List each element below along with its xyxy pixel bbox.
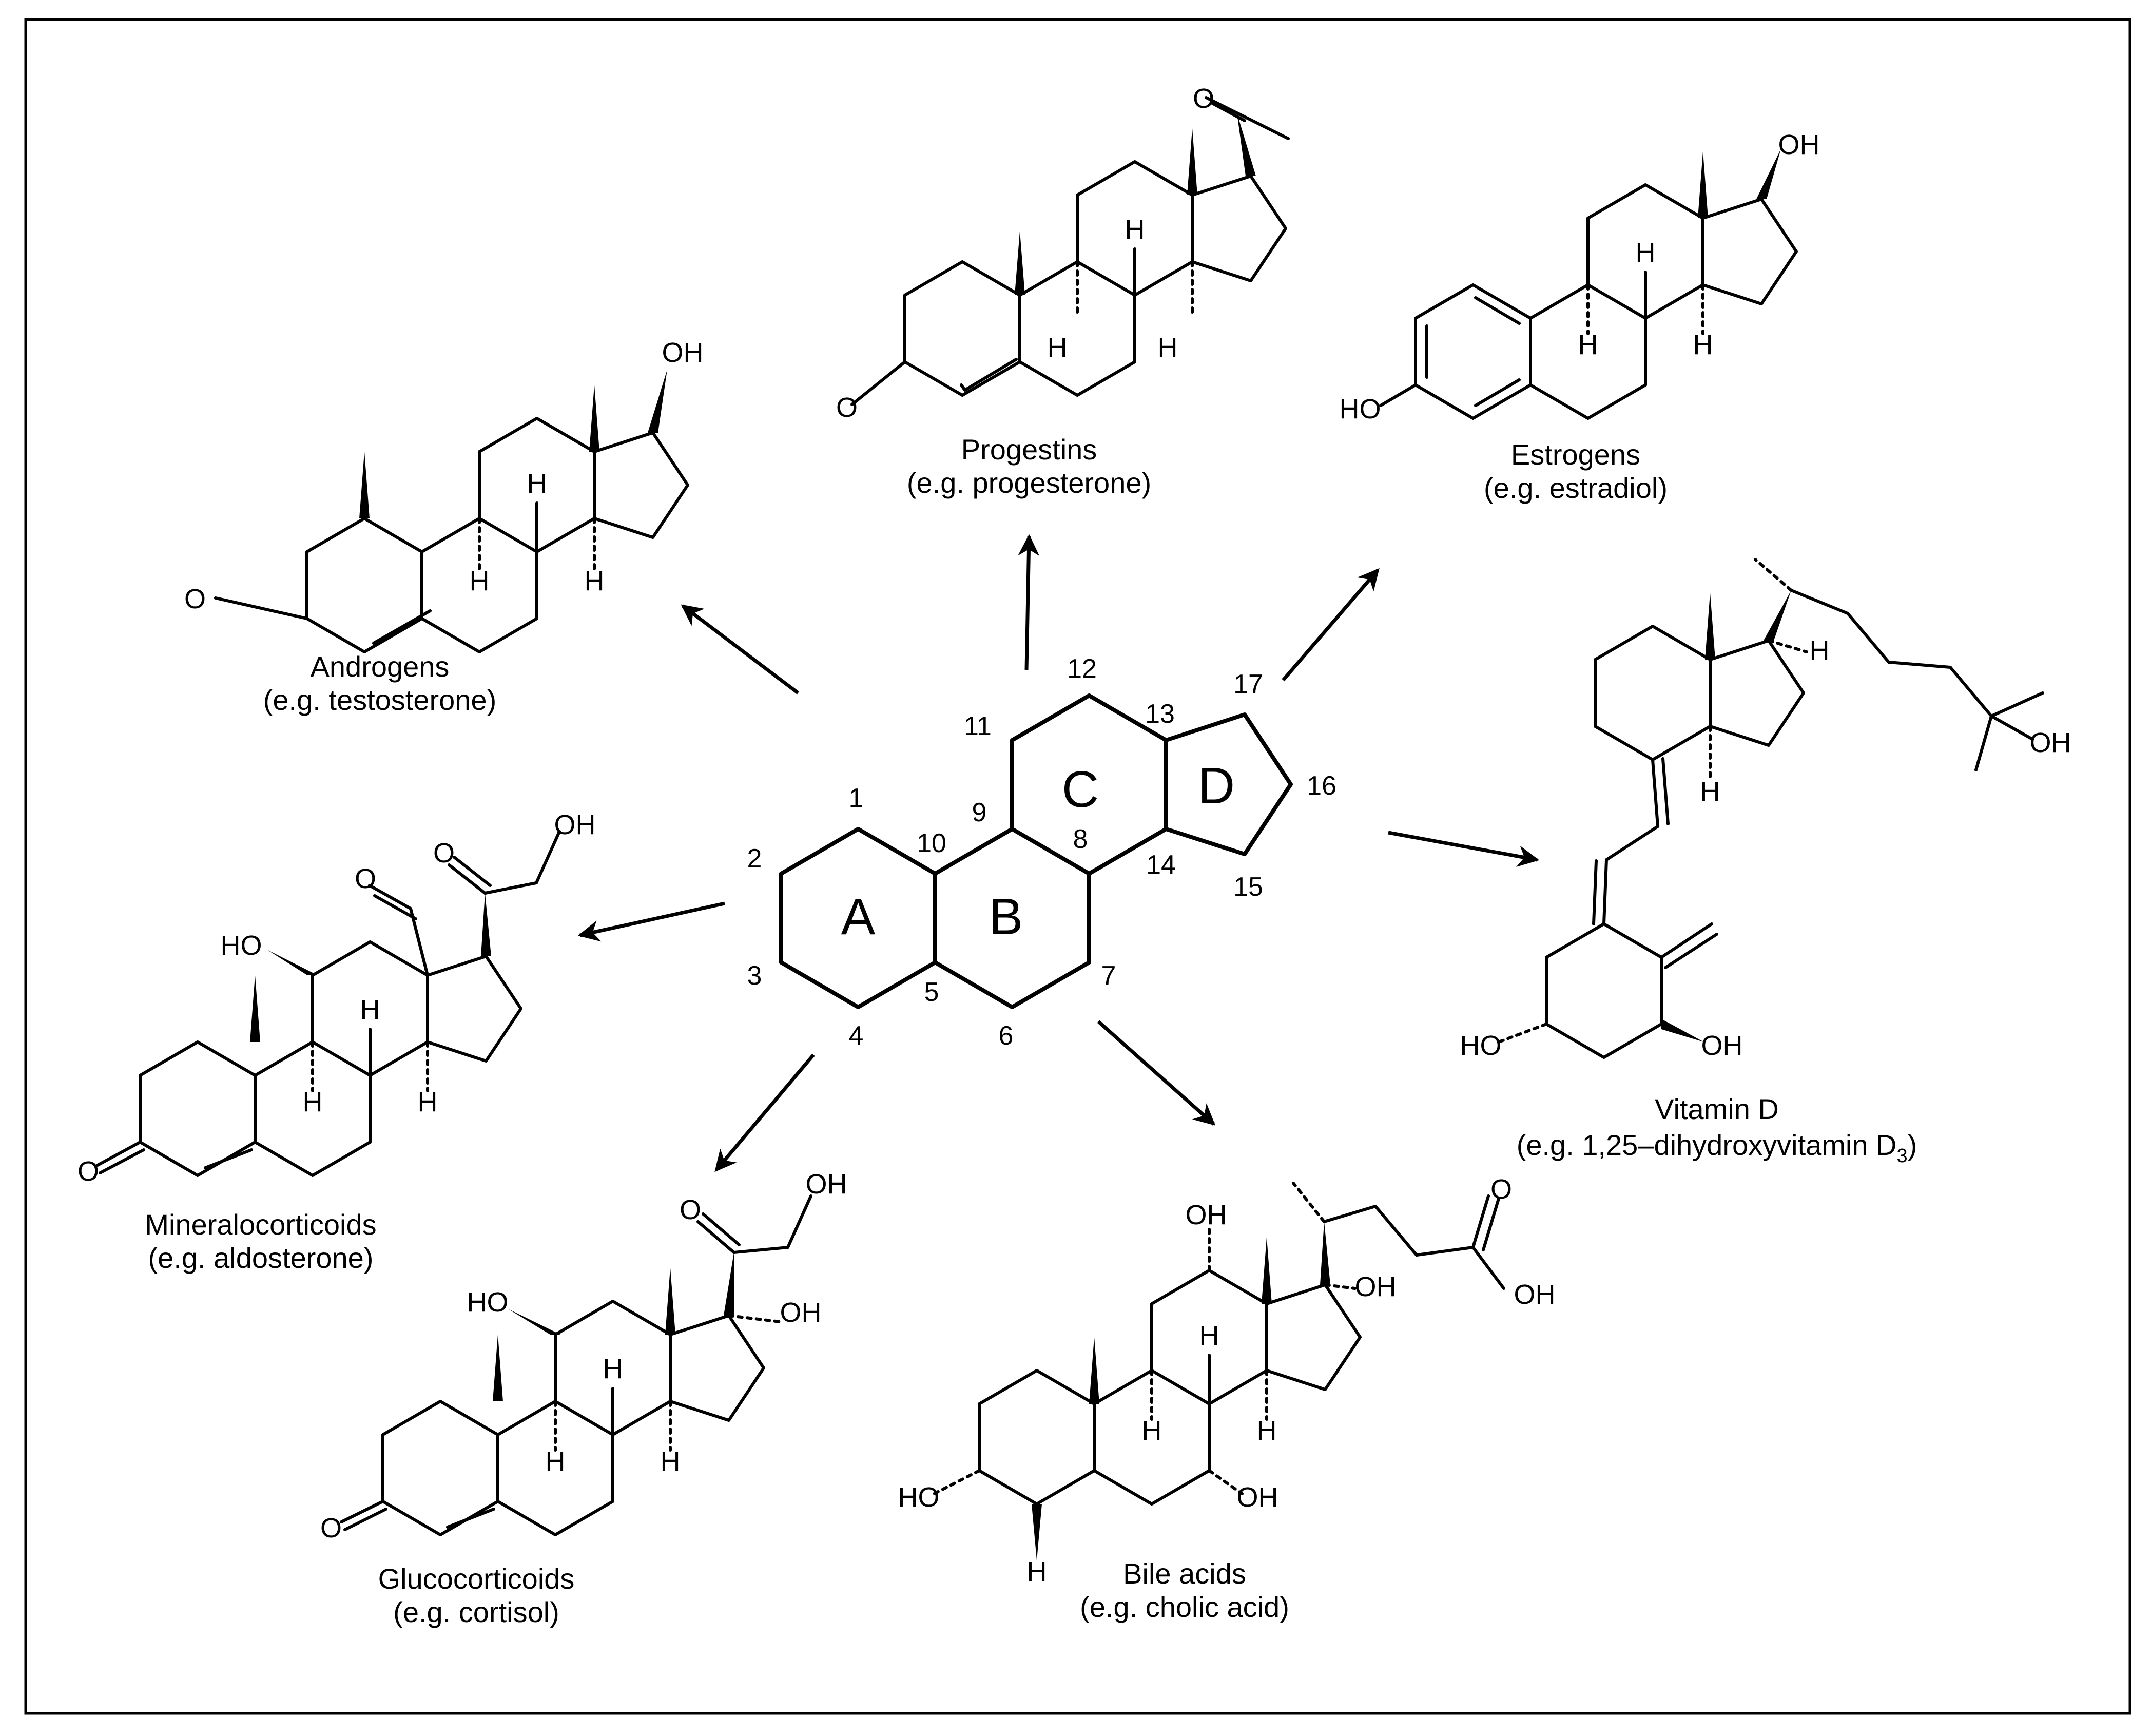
carbon-number-16: 16 bbox=[1307, 771, 1336, 801]
arrow-to-mineralocorticoids bbox=[577, 901, 725, 942]
molecule-cholic-acid: HO OH OH OH O OH H H H H Bile acids (e.g… bbox=[898, 1174, 1556, 1623]
atom-h14-aldosterone: H bbox=[418, 1087, 438, 1117]
atom-oh-acid-cholic: OH bbox=[1514, 1279, 1556, 1310]
caption-estrogens-name: Estrogens bbox=[1511, 438, 1640, 471]
caption-estrogens-example: (e.g. estradiol) bbox=[1484, 472, 1668, 504]
atom-h8-testosterone: H bbox=[527, 468, 547, 499]
caption-bile-acids-example: (e.g. cholic acid) bbox=[1080, 1591, 1289, 1623]
molecule-calcitriol: H H OH HO OH Vitamin D (e.g. 1,25–dihydr… bbox=[1460, 558, 2071, 1167]
carbon-number-17: 17 bbox=[1233, 669, 1263, 699]
carbon-number-9: 9 bbox=[972, 798, 987, 827]
atom-o3-aldosterone: O bbox=[77, 1156, 99, 1187]
carbon-number-12: 12 bbox=[1067, 654, 1097, 684]
steroid-core: A B C D 1 2 3 4 5 6 7 8 9 10 11 12 13 14… bbox=[747, 654, 1336, 1051]
atom-o20-aldosterone: O bbox=[433, 838, 455, 869]
atom-h14-estradiol: H bbox=[1693, 330, 1713, 360]
atom-oh21-aldosterone: OH bbox=[554, 809, 596, 840]
carbon-number-7: 7 bbox=[1101, 961, 1116, 991]
atom-h9-progesterone: H bbox=[1048, 332, 1068, 363]
atom-ho11-aldosterone: HO bbox=[221, 930, 262, 961]
atom-h14-cholic: H bbox=[1257, 1415, 1277, 1446]
atom-o3-progesterone: O bbox=[836, 392, 858, 423]
atom-oh17-cortisol: OH bbox=[780, 1297, 822, 1328]
carbon-number-11: 11 bbox=[964, 711, 992, 741]
caption-progestins-example: (e.g. progesterone) bbox=[907, 467, 1151, 499]
carbon-number-3: 3 bbox=[747, 961, 762, 991]
caption-mineralocorticoids-example: (e.g. aldosterone) bbox=[148, 1242, 374, 1274]
arrow-to-bile-acids bbox=[1097, 1020, 1216, 1126]
carbon-number-15: 15 bbox=[1233, 872, 1263, 902]
atom-h8-cortisol: H bbox=[603, 1354, 623, 1384]
atom-ho3-cholic: HO bbox=[898, 1482, 940, 1513]
frame-border bbox=[24, 18, 2131, 1715]
arrow-to-estrogens bbox=[1282, 568, 1380, 682]
molecule-estradiol: HO OH H H H Estrogens (e.g. estradiol) bbox=[1340, 129, 1820, 504]
atom-o-testosterone: O bbox=[184, 584, 206, 614]
atom-h8-estradiol: H bbox=[1636, 237, 1656, 268]
atom-h9-aldosterone: H bbox=[303, 1087, 323, 1117]
carbon-number-2: 2 bbox=[747, 844, 762, 874]
atom-oh-estradiol: OH bbox=[1778, 129, 1820, 160]
atom-oh12-cholic: OH bbox=[1186, 1200, 1227, 1230]
caption-vitamin-d-name: Vitamin D bbox=[1655, 1093, 1779, 1125]
atom-oh17-cholic: OH bbox=[1355, 1271, 1397, 1302]
carbon-number-10: 10 bbox=[917, 828, 946, 858]
molecule-progesterone: O O H H H Progestins (e.g. progesterone) bbox=[836, 83, 1290, 499]
atom-o20-progesterone: O bbox=[1193, 83, 1214, 114]
carbon-number-1: 1 bbox=[849, 783, 864, 813]
atom-oh-vitd-1: OH bbox=[1701, 1030, 1743, 1061]
atom-o20-cortisol: O bbox=[680, 1194, 701, 1225]
caption-glucocorticoids-name: Glucocorticoids bbox=[378, 1563, 575, 1595]
arrow-to-vitamin-d bbox=[1388, 831, 1540, 867]
caption-bile-acids-name: Bile acids bbox=[1123, 1557, 1246, 1590]
atom-h14-cortisol: H bbox=[661, 1446, 681, 1477]
arrows bbox=[577, 534, 1540, 1172]
molecule-testosterone: O OH H H H Androgens (e.g. testosterone) bbox=[184, 337, 704, 716]
atom-h9-testosterone: H bbox=[470, 566, 490, 596]
caption-mineralocorticoids-name: Mineralocorticoids bbox=[145, 1208, 376, 1241]
atom-o3-cortisol: O bbox=[320, 1513, 342, 1544]
arrow-to-glucocorticoids bbox=[714, 1053, 815, 1172]
atom-h14-progesterone: H bbox=[1158, 332, 1178, 363]
atom-h14-testosterone: H bbox=[585, 566, 605, 596]
caption-androgens-name: Androgens bbox=[311, 650, 450, 683]
atom-h8-progesterone: H bbox=[1125, 214, 1145, 245]
carbon-number-14: 14 bbox=[1146, 850, 1176, 880]
caption-glucocorticoids-example: (e.g. cortisol) bbox=[393, 1596, 559, 1628]
atom-ho-vitd-3: HO bbox=[1460, 1030, 1502, 1061]
atom-oh-vitd-25: OH bbox=[2030, 727, 2071, 758]
caption-vitamin-d-example: (e.g. 1,25–dihydroxyvitamin D3) bbox=[1517, 1129, 1917, 1167]
ring-label-c: C bbox=[1062, 761, 1099, 818]
atom-oh7-cholic: OH bbox=[1237, 1482, 1278, 1513]
carbon-number-5: 5 bbox=[924, 977, 939, 1007]
ring-label-b: B bbox=[989, 888, 1023, 946]
atom-oh-testosterone: OH bbox=[662, 337, 704, 368]
carbon-number-13: 13 bbox=[1145, 699, 1175, 729]
atom-h9-estradiol: H bbox=[1578, 330, 1598, 360]
atom-h8-cholic: H bbox=[1199, 1320, 1219, 1351]
atom-h9-cholic: H bbox=[1142, 1415, 1162, 1446]
caption-androgens-example: (e.g. testosterone) bbox=[263, 684, 496, 716]
atom-ho-estradiol: HO bbox=[1340, 394, 1381, 425]
carbon-number-6: 6 bbox=[999, 1021, 1014, 1051]
arrow-to-progestins bbox=[1018, 534, 1040, 670]
atom-h9-cortisol: H bbox=[546, 1446, 566, 1477]
molecule-aldosterone: O HO O O OH H H H Mineralocorticoids (e.… bbox=[77, 809, 596, 1274]
atom-oh21-cortisol: OH bbox=[806, 1169, 847, 1200]
atom-o-carbonyl-cholic: O bbox=[1490, 1174, 1512, 1205]
atom-h-vitd-17: H bbox=[1810, 635, 1830, 666]
atom-h8-aldosterone: H bbox=[360, 994, 380, 1025]
atom-h5-cholic: H bbox=[1027, 1556, 1047, 1587]
molecule-cortisol: O HO O OH OH H H H Glucocorticoids (e.g.… bbox=[320, 1169, 847, 1628]
ring-label-a: A bbox=[841, 888, 876, 946]
carbon-number-8: 8 bbox=[1073, 824, 1088, 854]
atom-o18-aldosterone: O bbox=[355, 863, 376, 894]
carbon-number-4: 4 bbox=[849, 1021, 864, 1051]
atom-ho11-cortisol: HO bbox=[467, 1287, 509, 1318]
caption-progestins-name: Progestins bbox=[961, 433, 1097, 466]
arrow-to-androgens bbox=[681, 604, 800, 695]
atom-h-vitd-14: H bbox=[1700, 776, 1720, 807]
ring-label-d: D bbox=[1198, 757, 1235, 815]
